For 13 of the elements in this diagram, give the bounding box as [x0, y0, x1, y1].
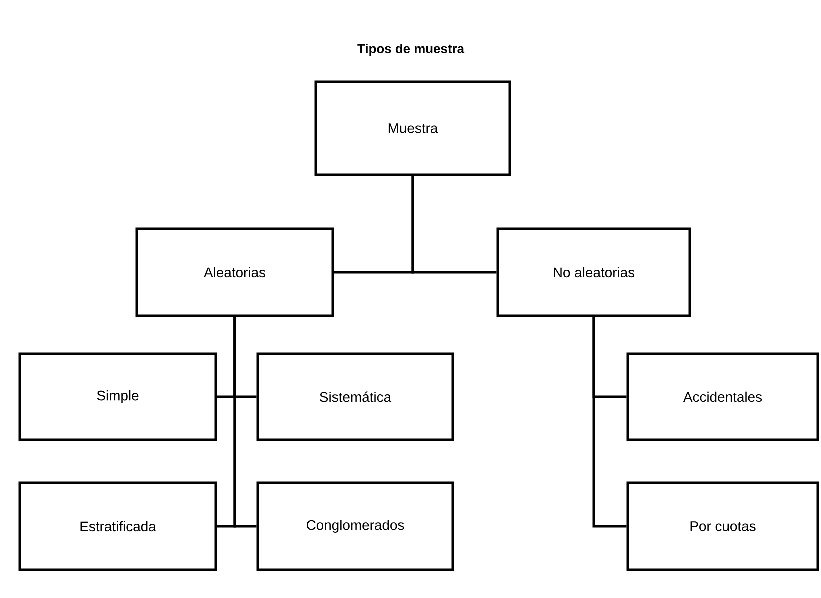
box: Muestra	[314, 80, 512, 176]
connector-line	[234, 317, 257, 528]
title: Tipos de muestra	[358, 44, 465, 56]
box: Conglomerados	[256, 482, 454, 572]
box: Aleatorias	[136, 228, 334, 318]
connector-line	[412, 176, 497, 274]
box: No aleatorias	[496, 228, 692, 318]
box: Sistemática	[256, 352, 454, 442]
box: Por cuotas	[626, 482, 820, 572]
box: Estratificada	[18, 482, 218, 572]
box: Simple	[18, 352, 218, 442]
connector-line	[592, 317, 627, 528]
box: Accidentales	[626, 352, 820, 442]
